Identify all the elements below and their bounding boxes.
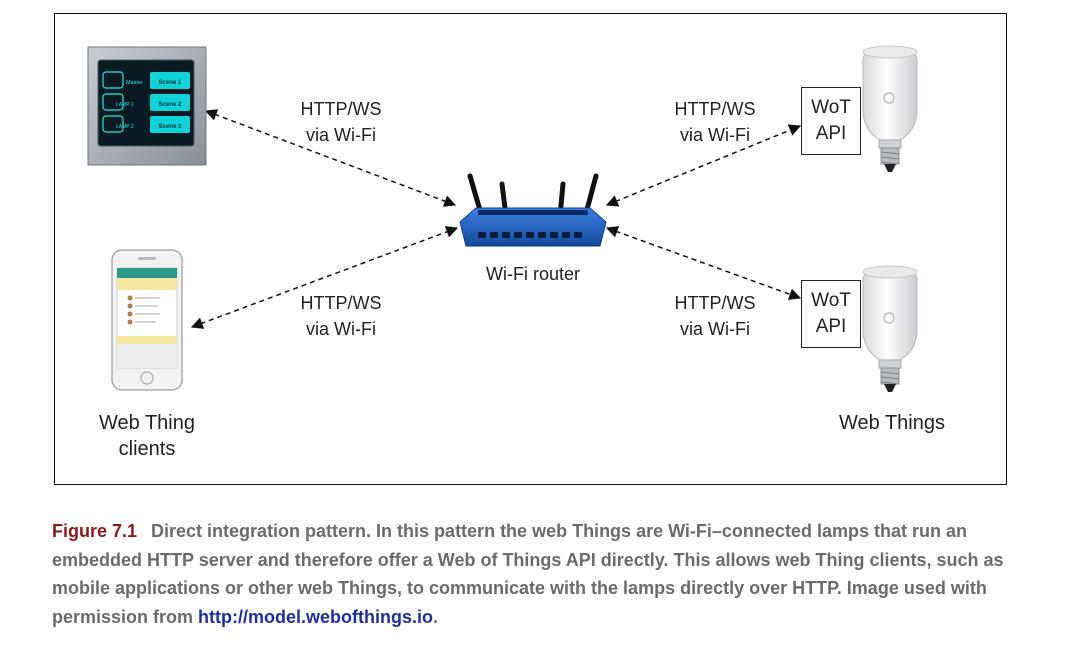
- panel-scene-button-1: Scene 1: [159, 80, 182, 86]
- panel-icon-label-1: Master: [126, 80, 143, 86]
- connection-label-bottom-left: HTTP/WS via Wi-Fi: [300, 293, 382, 339]
- panel-icon-label-3: LAMP 2: [116, 124, 134, 130]
- arrow-router-lamp-bottom: [605, 226, 802, 300]
- wifi-router-icon: [459, 173, 607, 247]
- arrow-phone-router: [190, 226, 459, 329]
- connection-label-bottom-right: HTTP/WS via Wi-Fi: [674, 293, 756, 339]
- caption-text: Direct integration pattern. In this patt…: [52, 521, 1004, 627]
- arrow-router-lamp-top: [605, 124, 802, 207]
- caption-trailing: .: [433, 606, 439, 627]
- wot-api-box-top: WoT API: [801, 87, 861, 155]
- figure-number: Figure 7.1: [52, 521, 138, 541]
- diagram-frame: [54, 13, 1007, 485]
- things-label: Web Things: [839, 412, 945, 434]
- caption-link[interactable]: http://model.webofthings.io: [198, 606, 433, 627]
- smart-lamp-icon-top: [862, 45, 918, 172]
- wot-api-box-bottom: WoT API: [801, 280, 861, 348]
- panel-icon-label-2: LAMP 1: [116, 102, 134, 108]
- panel-scene-button-2: Scene 2: [159, 102, 182, 108]
- connection-label-top-left: HTTP/WS via Wi-Fi: [300, 99, 382, 145]
- control-panel-icon: Master LAMP 1 LAMP 2 Scene 1 Scene 2 Sce…: [87, 46, 207, 166]
- panel-scene-button-3: Scene 3: [159, 124, 182, 130]
- connection-label-top-right: HTTP/WS via Wi-Fi: [674, 99, 756, 145]
- router-label: Wi-Fi router: [486, 264, 580, 284]
- smart-lamp-icon-bottom: [862, 265, 918, 392]
- smartphone-icon: [111, 249, 183, 391]
- clients-label: Web Thing clients: [99, 412, 195, 460]
